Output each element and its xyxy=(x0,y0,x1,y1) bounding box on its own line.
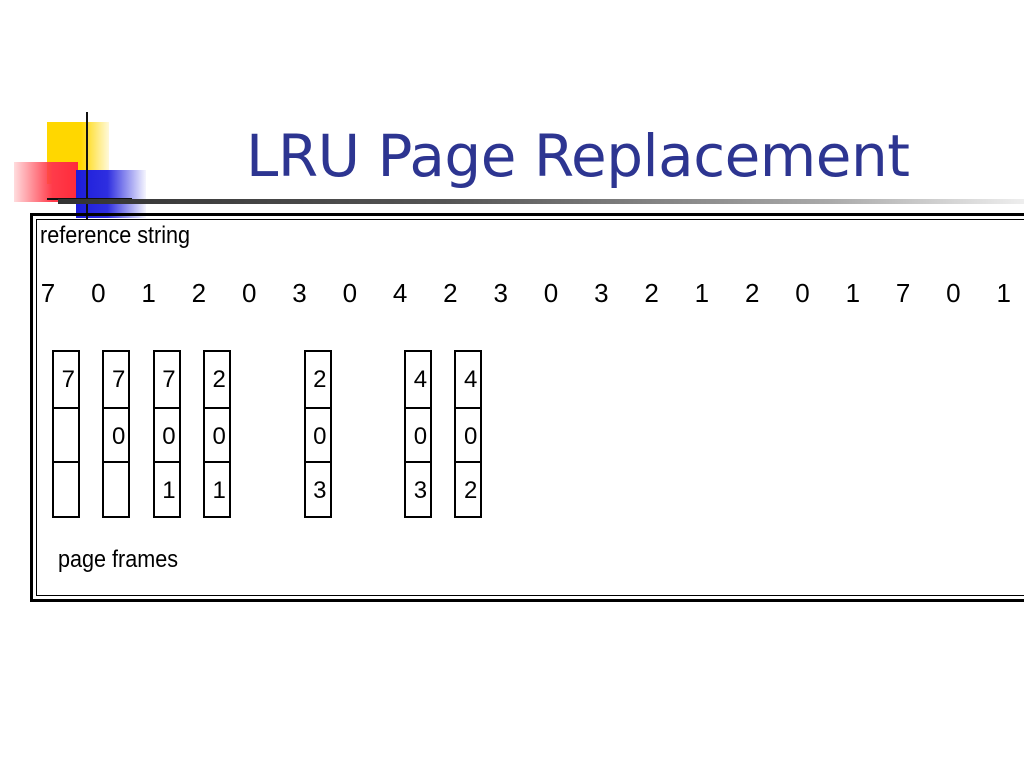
reference-string-item: 1 xyxy=(694,278,710,308)
page-frame-cell: 7 xyxy=(61,366,75,393)
page-frame-cell: 0 xyxy=(154,406,179,462)
page-frame-column: 7 xyxy=(52,350,80,518)
reference-string-item: 7 xyxy=(895,278,911,308)
page-frame-cell: 2 xyxy=(313,366,327,393)
page-frame-cell: 0 xyxy=(104,406,129,462)
title-divider xyxy=(58,199,1024,204)
diagram-inner-border xyxy=(36,219,1024,596)
page-frame-cell xyxy=(54,406,78,462)
reference-string-item: 7 xyxy=(40,278,56,308)
reference-string-item: 2 xyxy=(644,278,659,308)
reference-string-item: 2 xyxy=(443,278,458,308)
slide-title: LRU Page Replacement xyxy=(246,122,910,190)
page-frame-cell: 1 xyxy=(154,461,179,516)
reference-string-item: 0 xyxy=(91,278,106,308)
page-frame-cell: 7 xyxy=(162,366,176,393)
page-frame-cell: 3 xyxy=(305,461,330,516)
reference-string-item: 3 xyxy=(594,278,609,308)
page-frame-cell: 0 xyxy=(406,406,431,462)
page-frame-cell: 2 xyxy=(456,461,481,516)
page-frame-cell: 4 xyxy=(413,366,428,393)
page-frame-cell: 1 xyxy=(204,461,229,516)
reference-string-item: 0 xyxy=(795,278,810,308)
page-frame-cell: 0 xyxy=(305,406,330,462)
page-frame-cell: 0 xyxy=(456,406,481,462)
page-frames-label: page frames xyxy=(58,546,179,573)
logo-vertical-line xyxy=(86,112,88,220)
page-frame-cell: 4 xyxy=(464,366,478,393)
page-frame-cell xyxy=(104,461,129,516)
page-frame-cell: 7 xyxy=(111,366,126,393)
reference-string-item: 3 xyxy=(493,278,508,308)
reference-string-item: 1 xyxy=(996,278,1011,308)
lru-diagram xyxy=(30,213,1024,602)
reference-string-item: 1 xyxy=(141,278,156,308)
page-frame-cell: 3 xyxy=(406,461,431,516)
reference-string-item: 1 xyxy=(845,278,861,308)
slide-logo xyxy=(0,0,160,230)
reference-string-item: 0 xyxy=(342,278,358,308)
reference-string-item: 0 xyxy=(241,278,257,308)
page-frame-cell xyxy=(54,461,78,516)
logo-red-square xyxy=(14,162,78,202)
reference-string-item: 0 xyxy=(946,278,961,308)
reference-string-item: 0 xyxy=(543,278,559,308)
reference-string-item: 2 xyxy=(191,278,207,308)
reference-string-item: 4 xyxy=(392,278,408,308)
page-frame-cell: 2 xyxy=(212,366,226,393)
reference-string-item: 2 xyxy=(744,278,760,308)
page-frame-cell: 0 xyxy=(204,406,229,462)
reference-string-label: reference string xyxy=(40,222,191,249)
reference-string-item: 3 xyxy=(292,278,307,308)
